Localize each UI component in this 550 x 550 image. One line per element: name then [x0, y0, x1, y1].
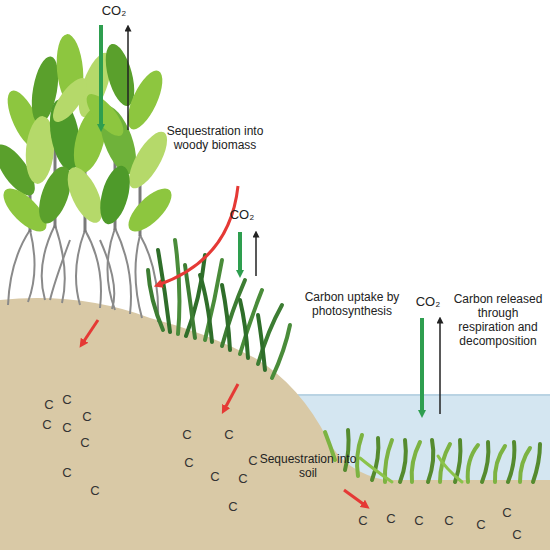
process-label: Sequestration into woody biomass — [160, 124, 270, 152]
co2-flux-arrows — [101, 25, 440, 414]
flux-label: CO₂ — [96, 4, 132, 18]
process-label: Sequestration into soil — [258, 452, 358, 480]
carbon-symbol: C — [384, 512, 398, 526]
carbon-symbol: C — [412, 514, 426, 528]
carbon-symbol: C — [88, 484, 102, 498]
marsh-grass — [148, 240, 290, 378]
carbon-symbol: C — [236, 472, 250, 486]
carbon-symbol: C — [180, 428, 194, 442]
seagrass — [325, 430, 540, 482]
carbon-symbol: C — [356, 514, 370, 528]
carbon-symbol: C — [246, 454, 260, 468]
carbon-symbol: C — [42, 398, 56, 412]
carbon-symbol: C — [222, 428, 236, 442]
carbon-symbol: C — [40, 418, 54, 432]
carbon-symbol: C — [78, 436, 92, 450]
mangrove-roots — [8, 225, 158, 322]
carbon-symbol: C — [500, 506, 514, 520]
process-label: Carbon uptake by photosynthesis — [298, 290, 406, 318]
carbon-symbol: C — [208, 470, 222, 484]
carbon-symbol: C — [60, 466, 74, 480]
mangrove-canopy — [0, 33, 178, 238]
flux-label: CO₂ — [410, 295, 446, 309]
carbon-symbol: C — [60, 393, 74, 407]
carbon-symbol: C — [60, 421, 74, 435]
carbon-symbol: C — [510, 528, 524, 542]
sequestration-arrows — [82, 186, 366, 506]
process-label: Carbon released through respiration and … — [448, 292, 548, 348]
carbon-symbol: C — [474, 518, 488, 532]
flux-label: CO₂ — [224, 208, 260, 222]
carbon-symbol: C — [442, 514, 456, 528]
water-surface — [280, 394, 550, 396]
carbon-symbol: C — [80, 410, 94, 424]
carbon-symbol: C — [226, 500, 240, 514]
carbon-symbol: C — [182, 456, 196, 470]
